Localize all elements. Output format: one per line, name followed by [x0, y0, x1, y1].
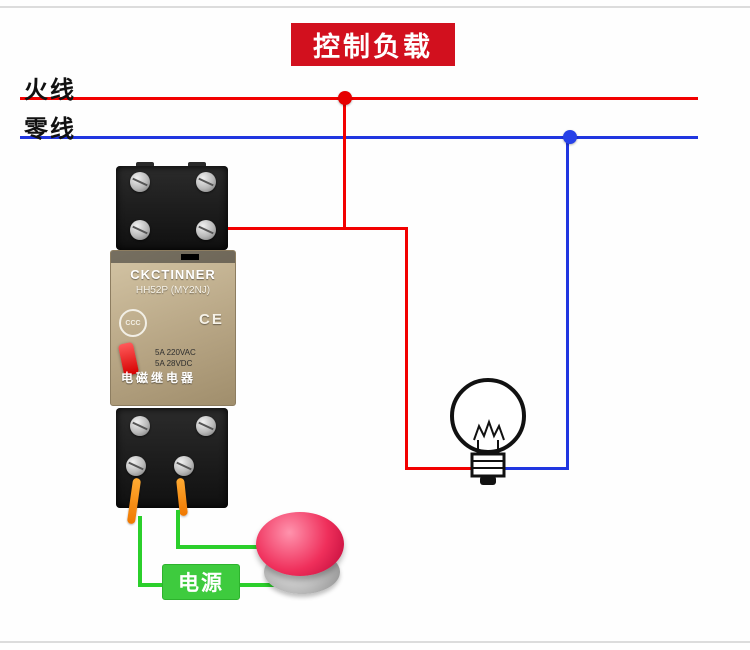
- live-wire-line: [20, 97, 698, 100]
- screw-terminal-icon: [196, 172, 216, 192]
- relay-top-terminal-block: [116, 166, 228, 250]
- red-wire-down: [405, 227, 408, 470]
- relay-brand: CKCTINNER: [130, 267, 216, 282]
- bottom-border-line: [0, 641, 750, 643]
- relay-flag-slot: [181, 254, 199, 260]
- banner-title: 控制负载: [313, 32, 433, 62]
- red-wire-to-bulb: [405, 467, 473, 470]
- power-label: 电源: [162, 564, 240, 600]
- title-banner: 控制负载: [291, 23, 455, 66]
- screw-terminal-icon: [196, 220, 216, 240]
- screw-terminal-icon: [174, 456, 194, 476]
- ce-mark: CE: [199, 311, 224, 328]
- screw-terminal-icon: [130, 220, 150, 240]
- push-button: [254, 510, 350, 598]
- relay-body: CKCTINNER HH52P (MY2NJ) CCC CE 5A 220VAC…: [110, 250, 236, 406]
- relay-body-top-strip: [111, 251, 235, 263]
- blue-wire-to-bulb: [503, 467, 569, 470]
- neutral-junction-dot: [563, 130, 577, 144]
- live-junction-dot: [338, 91, 352, 105]
- screw-terminal-icon: [130, 416, 150, 436]
- screw-terminal-icon: [126, 456, 146, 476]
- ccc-mark-icon: CCC: [119, 309, 147, 337]
- relay-module: CKCTINNER HH52P (MY2NJ) CCC CE 5A 220VAC…: [110, 162, 236, 508]
- relay-rating-line2: 5A 28VDC: [155, 359, 193, 368]
- green-wire-right-drop: [176, 510, 180, 548]
- screw-terminal-icon: [130, 172, 150, 192]
- power-label-text: 电源: [178, 572, 224, 595]
- light-bulb-icon: [450, 378, 526, 485]
- relay-coil-label: 电磁继电器: [121, 371, 197, 385]
- live-wire-label: 火线: [24, 77, 76, 104]
- green-wire-upper-run: [176, 545, 270, 549]
- relay-rating-line1: 5A 220VAC: [155, 348, 196, 357]
- red-wire-to-relay: [200, 227, 408, 230]
- blue-wire-down: [566, 137, 569, 470]
- neutral-wire-line: [20, 136, 698, 139]
- top-border-line: [0, 6, 750, 8]
- neutral-wire-label: 零线: [24, 116, 76, 143]
- red-wire-drop: [343, 97, 346, 230]
- relay-model: HH52P (MY2NJ): [135, 285, 211, 296]
- green-wire-left-drop: [138, 516, 142, 586]
- screw-terminal-icon: [196, 416, 216, 436]
- push-button-cap: [256, 512, 344, 576]
- relay-ratings: 5A 220VAC 5A 28VDC: [155, 347, 196, 369]
